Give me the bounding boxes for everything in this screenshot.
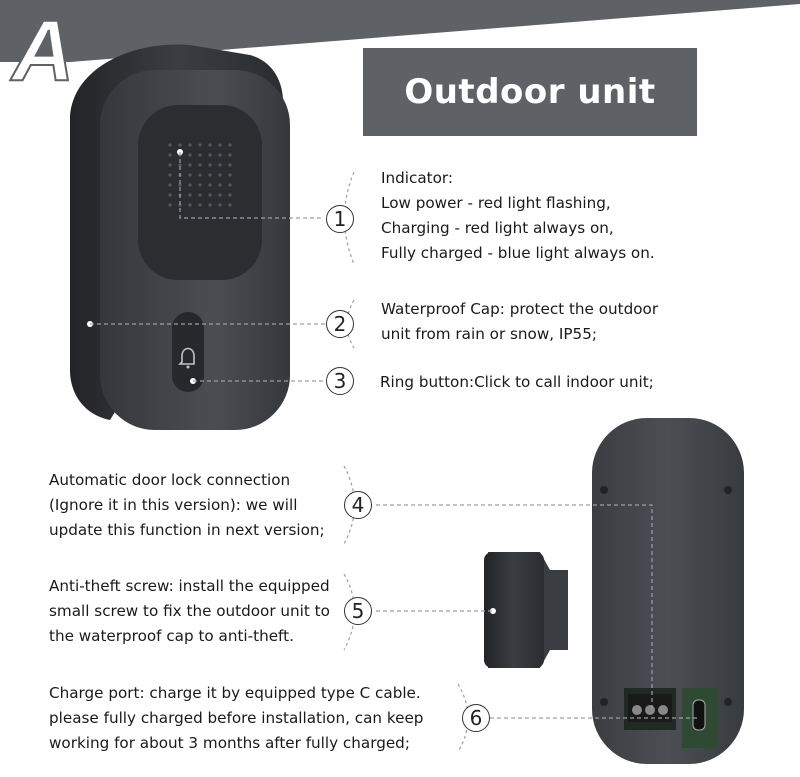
- callout-4-line: update this function in next version;: [49, 521, 325, 539]
- callout-5-line: Anti-theft screw: install the equipped: [49, 577, 330, 595]
- callout-number-2: 2: [326, 310, 354, 338]
- callout-text-4: Automatic door lock connection (Ignore i…: [49, 468, 325, 543]
- callout-1-line: Indicator:: [381, 169, 453, 187]
- speaker-holes: [168, 143, 232, 207]
- leader-lines: [90, 152, 699, 753]
- section-letter-graphic: A: [9, 2, 75, 100]
- callout-1-line: Charging - red light always on,: [381, 219, 614, 237]
- callout-text-2: Waterproof Cap: protect the outdoor unit…: [381, 297, 658, 347]
- callout-4-line: (Ignore it in this version): we will: [49, 496, 298, 514]
- callout-number-1: 1: [326, 205, 354, 233]
- header-banner: [0, 0, 800, 62]
- callout-text-1: Indicator: Low power - red light flashin…: [381, 166, 655, 266]
- section-letter: A: [10, 3, 74, 99]
- callout-text-6: Charge port: charge it by equipped type …: [49, 681, 423, 756]
- callout-text-5: Anti-theft screw: install the equipped s…: [49, 574, 330, 649]
- page-title: Outdoor unit: [404, 72, 656, 112]
- outdoor-unit-back: [592, 418, 744, 764]
- callout-number-5: 5: [344, 597, 372, 625]
- speaker-grille: [138, 105, 262, 280]
- callout-6-line: working for about 3 months after fully c…: [49, 734, 410, 752]
- callout-1-line: Fully charged - blue light always on.: [381, 244, 655, 262]
- waterproof-cap-side: [484, 552, 568, 668]
- callout-5-line: the waterproof cap to anti-theft.: [49, 627, 294, 645]
- callout-5-line: small screw to fix the outdoor unit to: [49, 602, 330, 620]
- callout-6-line: please fully charged before installation…: [49, 709, 424, 727]
- bell-icon: [178, 347, 195, 365]
- ring-button: [172, 312, 204, 392]
- callout-3-line: Ring button:Click to call indoor unit;: [380, 373, 654, 391]
- callout-2-line: Waterproof Cap: protect the outdoor: [381, 300, 659, 318]
- callout-text-3: Ring button:Click to call indoor unit;: [380, 370, 654, 395]
- callout-number-6: 6: [462, 704, 490, 732]
- outdoor-unit-front: [70, 44, 290, 430]
- callout-6-line: Charge port: charge it by equipped type …: [49, 684, 421, 702]
- callout-2-line: unit from rain or snow, IP55;: [381, 325, 597, 343]
- callout-4-line: Automatic door lock connection: [49, 471, 291, 489]
- callout-number-4: 4: [344, 491, 372, 519]
- callout-number-3: 3: [326, 367, 354, 395]
- title-box: Outdoor unit: [363, 48, 697, 136]
- callout-1-line: Low power - red light flashing,: [381, 194, 611, 212]
